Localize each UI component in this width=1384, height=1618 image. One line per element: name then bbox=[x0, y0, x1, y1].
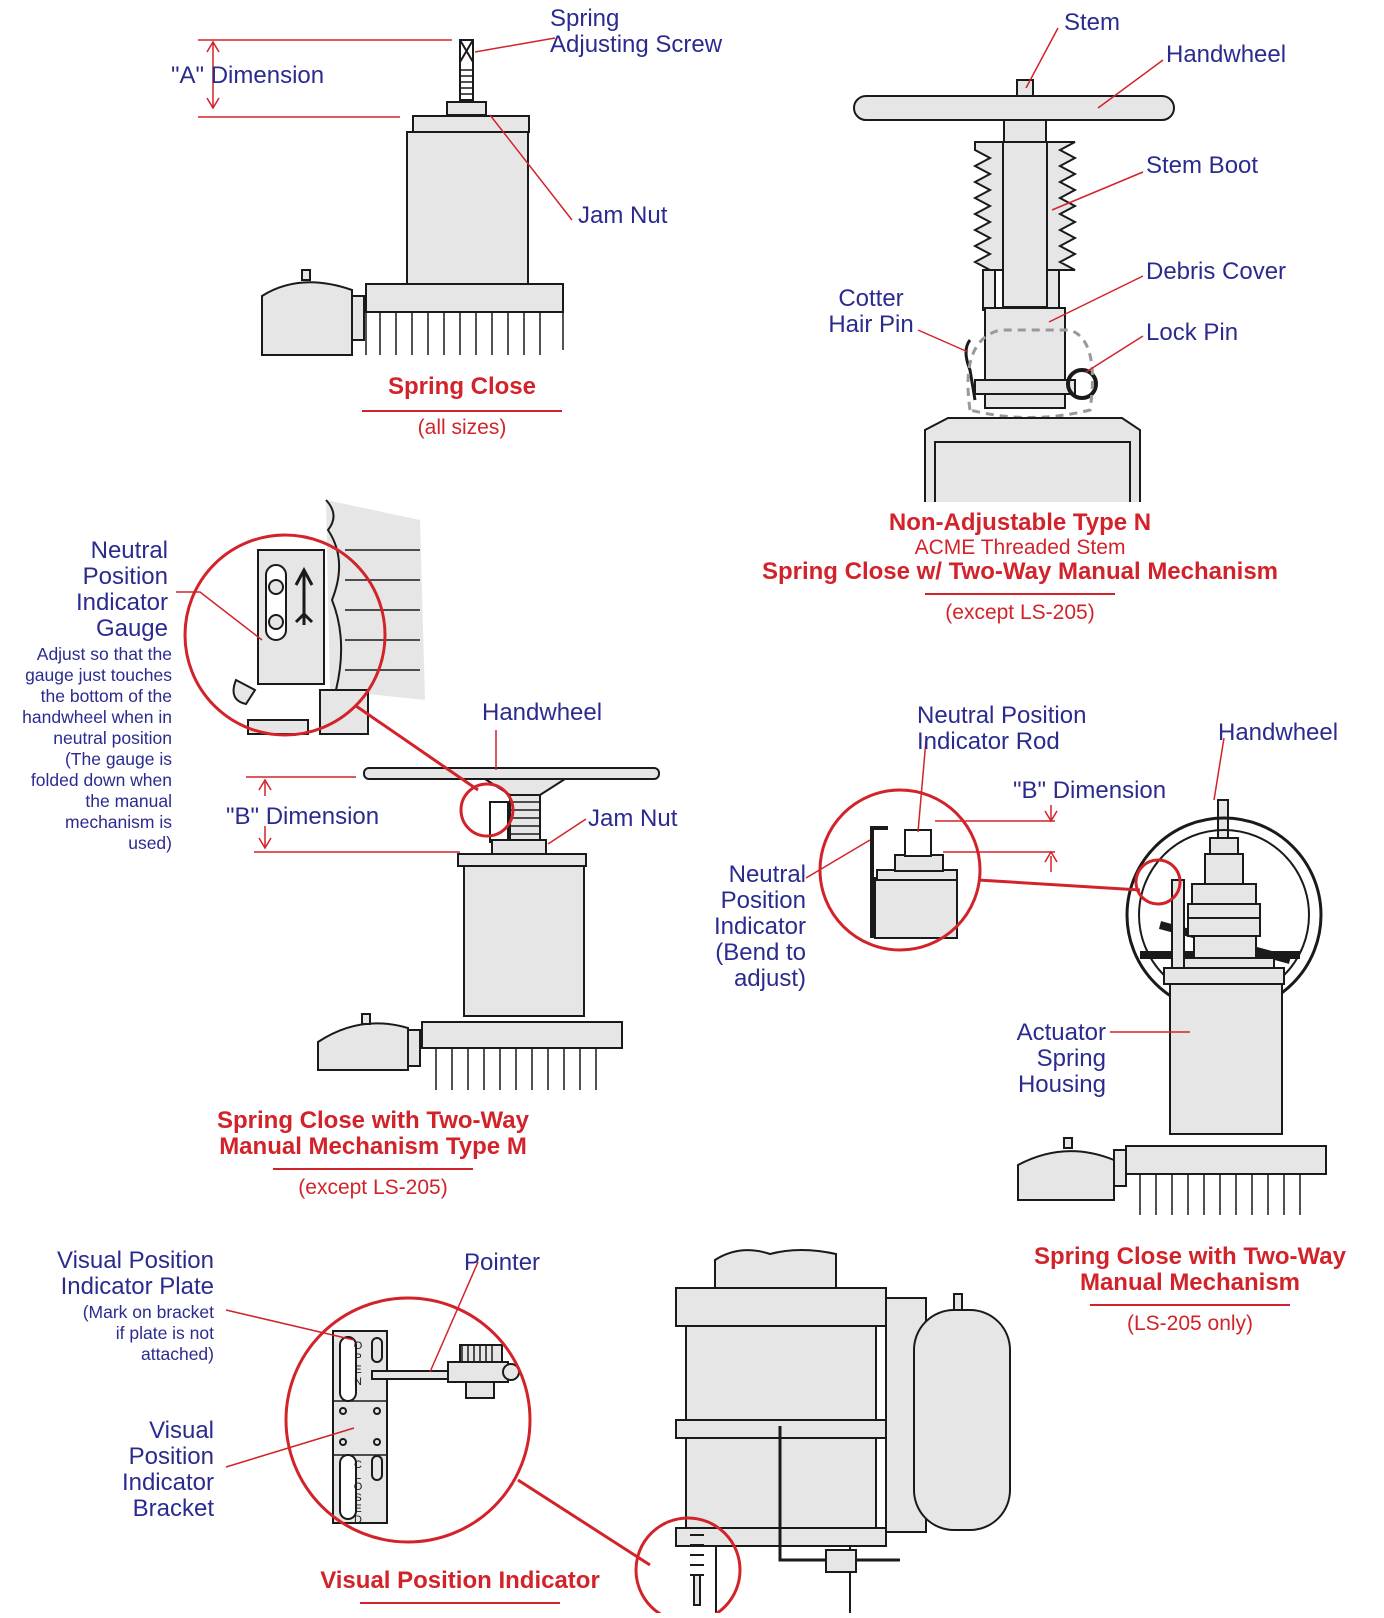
stem-sleeve bbox=[1002, 141, 1048, 308]
pointer-label: Pointer bbox=[464, 1249, 541, 1276]
ls205-caption: Spring Close with Two-Way Manual Mechani… bbox=[1010, 1243, 1370, 1336]
adjusting-screw-label: Spring Adjusting Screw bbox=[550, 5, 723, 58]
ls205-handwheel-label: Handwheel bbox=[1218, 719, 1339, 746]
flange bbox=[1125, 1145, 1327, 1175]
b-dimension-arrow bbox=[258, 778, 272, 850]
ls205-b-dimension-label: "B" Dimension bbox=[1013, 777, 1167, 804]
ls205-title-2: Manual Mechanism bbox=[1079, 1269, 1301, 1296]
cotter-pin bbox=[964, 339, 977, 401]
gauge-note: Adjust so that the gauge just touches th… bbox=[22, 644, 172, 853]
neutral-indicator-label: Neutral Position Indicator (Bend to adju… bbox=[713, 861, 806, 992]
jam-nut bbox=[446, 101, 487, 116]
type-m-title-2: Manual Mechanism Type M bbox=[219, 1133, 527, 1160]
type-m-caption: Spring Close with Two-Way Manual Mechani… bbox=[178, 1107, 568, 1200]
actuator-spring-housing bbox=[1169, 983, 1283, 1135]
lock-pin-bar bbox=[974, 379, 1076, 395]
indicator-callout-circle bbox=[284, 1296, 532, 1544]
type-m-note: (except LS-205) bbox=[298, 1176, 448, 1199]
stem-boot-label: Stem Boot bbox=[1146, 152, 1259, 179]
type-m-handwheel-label: Handwheel bbox=[482, 699, 603, 726]
spring-close-title: Spring Close bbox=[387, 373, 537, 400]
indicator-plate-label: Visual Position Indicator Plate bbox=[57, 1247, 214, 1300]
a-dimension-arrow bbox=[206, 40, 220, 110]
jam-nut-label: Jam Nut bbox=[578, 202, 668, 229]
handwheel-bar bbox=[853, 95, 1175, 121]
type-n-drawing bbox=[853, 79, 1175, 502]
valve-body-left bbox=[261, 281, 353, 356]
type-n-caption: Non-Adjustable Type N ACME Threaded Stem… bbox=[760, 509, 1280, 625]
spring-housing bbox=[463, 865, 585, 1017]
visual-indicator-drawing bbox=[332, 1249, 1011, 1613]
gauge-label: Neutral Position Indicator Gauge bbox=[75, 537, 168, 642]
vent-cap bbox=[301, 269, 311, 281]
visual-title: Visual Position Indicator bbox=[320, 1567, 600, 1594]
housing-cap bbox=[412, 115, 530, 133]
stem-hub bbox=[1003, 119, 1047, 143]
jam-nut bbox=[491, 839, 547, 855]
type-m-jam-nut-label: Jam Nut bbox=[588, 805, 678, 832]
type-n-note: (except LS-205) bbox=[945, 601, 1095, 624]
spring-close-note: (all sizes) bbox=[417, 416, 507, 439]
spring-close-caption: Spring Close (all sizes) bbox=[362, 374, 562, 439]
open-marking: OPEN bbox=[353, 1340, 363, 1388]
b-dimension-label: "B" Dimension bbox=[226, 803, 380, 830]
flange bbox=[365, 283, 564, 313]
flange-bracket bbox=[351, 295, 365, 341]
a-dimension-label: "A" Dimension bbox=[171, 62, 325, 89]
ls205-b-dimension-arrow bbox=[1044, 805, 1058, 872]
type-m-drawing bbox=[232, 499, 660, 1090]
closed-marking: CLOSED bbox=[353, 1459, 363, 1526]
indicator-rod-label: Neutral Position Indicator Rod bbox=[917, 702, 1087, 755]
gauge-arrow bbox=[294, 566, 314, 625]
indicator-small-circle bbox=[634, 1516, 742, 1613]
handwheel-label: Handwheel bbox=[1166, 41, 1287, 68]
indicator-bracket-label: Visual Position Indicator Bracket bbox=[121, 1417, 214, 1522]
type-n-title2: Spring Close w/ Two-Way Manual Mechanism bbox=[761, 558, 1279, 585]
ls205-title-1: Spring Close with Two-Way bbox=[1034, 1243, 1346, 1270]
lock-pin-label: Lock Pin bbox=[1146, 319, 1239, 346]
stem-label: Stem bbox=[1064, 9, 1121, 36]
visual-caption: Visual Position Indicator bbox=[300, 1568, 620, 1618]
gauge-callout-circle bbox=[183, 533, 387, 737]
spring-housing bbox=[406, 131, 529, 285]
handwheel-disc bbox=[363, 767, 660, 780]
accumulator-tank bbox=[913, 1309, 1011, 1531]
type-n-subtitle: ACME Threaded Stem bbox=[914, 536, 1126, 559]
lock-pin-ring bbox=[1066, 368, 1098, 400]
indicator-plate-note: (Mark on bracket if plate is not attache… bbox=[82, 1302, 214, 1364]
actuator-top-band bbox=[675, 1287, 887, 1327]
debris-cover-label: Debris Cover bbox=[1146, 258, 1287, 285]
ls205-drawing bbox=[870, 799, 1327, 1215]
type-m-title-1: Spring Close with Two-Way bbox=[217, 1107, 529, 1134]
type-n-body bbox=[924, 417, 1141, 502]
neutral-position-indicator-bent bbox=[870, 826, 888, 938]
housing-label: Actuator Spring Housing bbox=[1016, 1019, 1106, 1098]
gauge-small-circle bbox=[459, 782, 515, 838]
ls205-note: (LS-205 only) bbox=[1126, 1312, 1254, 1335]
cotter-pin-label: Cotter Hair Pin bbox=[828, 285, 914, 338]
spring-close-drawing bbox=[261, 39, 564, 356]
type-n-title: Non-Adjustable Type N bbox=[888, 509, 1152, 536]
pointer-arm bbox=[371, 1370, 459, 1380]
flange bbox=[421, 1021, 623, 1049]
rod-small-circle bbox=[1134, 858, 1182, 906]
